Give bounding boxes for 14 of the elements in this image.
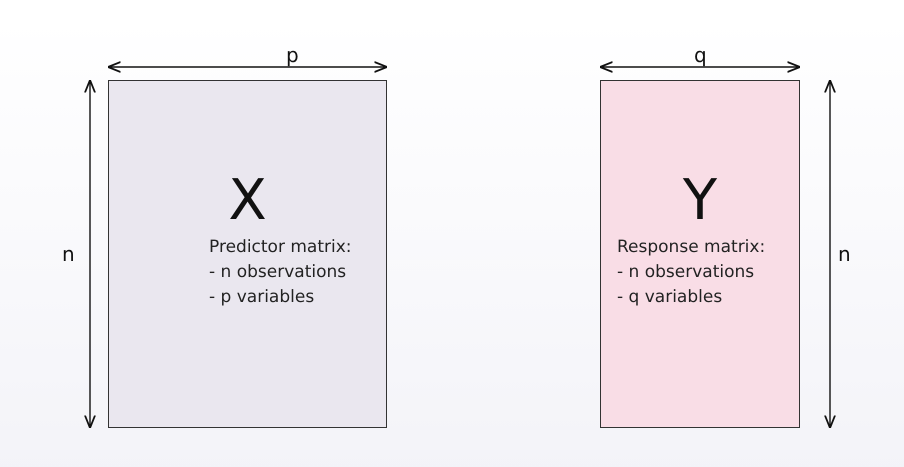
dimension-label: p	[286, 44, 299, 66]
dimension-label: q	[694, 44, 707, 66]
matrix-symbol: X	[228, 171, 267, 231]
list-item: - n observations	[617, 261, 754, 283]
matrix-symbol: Y	[682, 171, 718, 231]
list-item: - n observations	[209, 261, 346, 283]
matrix-box	[600, 80, 800, 428]
list-item: - q variables	[617, 286, 722, 308]
matrix-description: Response matrix:	[617, 236, 766, 258]
list-item: - p variables	[209, 286, 314, 308]
dimension-label: n	[62, 243, 75, 265]
matrix-box	[108, 80, 387, 428]
matrix-description: Predictor matrix:	[209, 236, 352, 258]
dimension-label: n	[838, 243, 851, 265]
